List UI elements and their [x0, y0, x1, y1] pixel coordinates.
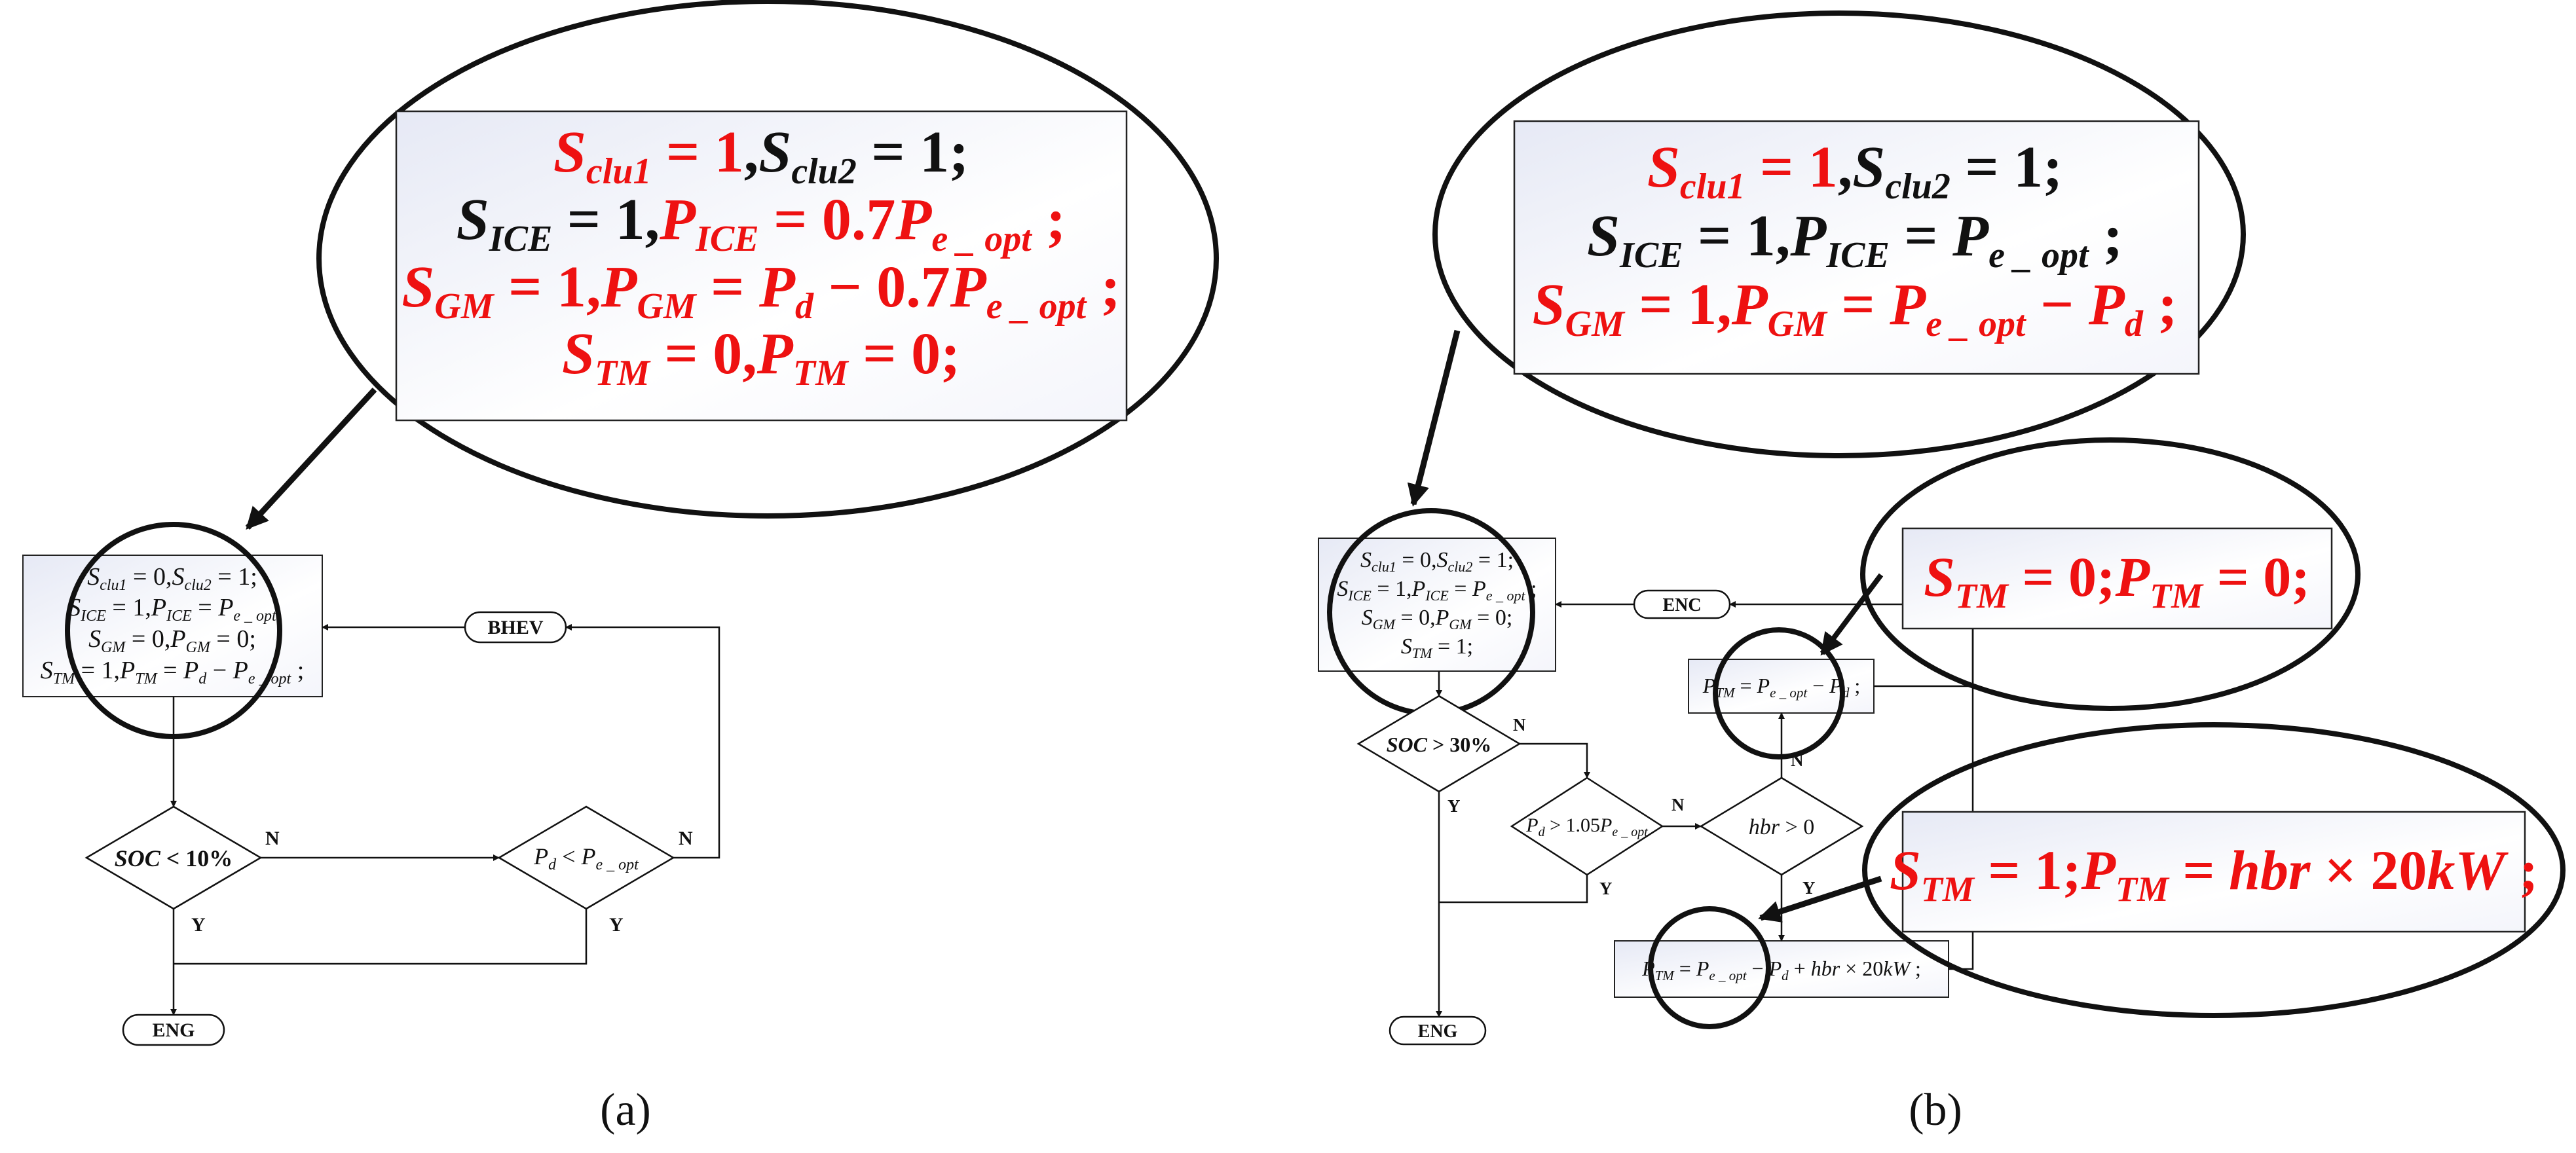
panel-b-stm0-callout-box: [1901, 527, 2333, 630]
panel-b-label-n-pd: N: [1671, 795, 1685, 814]
panel-b-top-callout-text: Sclu1 = 1,Sclu2 = 1; SICE = 1,PICE = Pe …: [1533, 135, 2178, 344]
panel-b-callout-line-1: Sclu1 = 1,Sclu2 = 1;: [1647, 135, 2063, 207]
panel-b-stm0-callout-text: STM = 0;PTM = 0;: [1924, 545, 2310, 615]
panel-a-eng-label: ENG: [152, 1019, 195, 1041]
panel-b-line-pd-y: [1439, 875, 1588, 904]
panel-a-line-pd-y: [174, 909, 588, 965]
panel-a-bhev-label: BHEV: [487, 617, 543, 638]
panel-b-ptm2-box: [1614, 940, 1949, 998]
panel-b-ptm2-highlight-circle: [1648, 906, 1771, 1029]
panel-a-callout-pointer: [245, 387, 377, 530]
panel-b-mode-line-4: STM = 1;: [1401, 634, 1473, 661]
panel-b-label: (b): [1909, 1085, 1962, 1135]
panel-b-ptm2-label: PTM = Pe _ opt − Pd + hbr × 20kW ;: [1641, 957, 1921, 983]
panel-a-callout-line-1: Sclu1 = 1,Sclu2 = 1;: [553, 120, 969, 192]
panel-b-callout-line-3: SGM = 1,PGM = Pe _ opt − Pd ;: [1533, 272, 2178, 344]
panel-a-connectors: [170, 624, 720, 1016]
panel-b-eng-label: ENG: [1418, 1021, 1458, 1042]
panel-b-enc-label: ENC: [1662, 595, 1701, 615]
panel-a-soc-label: SOC < 10%: [115, 845, 233, 871]
panel-b-pd-label: Pd > 1.05Pe _ opt: [1525, 814, 1648, 839]
panel-a: Sclu1 = 1,Sclu2 = 1; SICE = 1,PICE = 0.7…: [22, 0, 1219, 1135]
panel-b-ptm1-highlight-circle: [1713, 627, 1845, 760]
panel-b-stm1-callout-ellipse: [1862, 722, 2566, 1018]
panel-a-arrow-pd-n-to-bhev: [565, 624, 720, 859]
panel-b-mode-text: Sclu1 = 0,Sclu2 = 1; SICE = 1,PICE = Pe …: [1337, 548, 1537, 661]
panel-b-soc-label: SOC > 30%: [1387, 733, 1491, 756]
panel-b-top-callout-pointer: [1407, 329, 1461, 507]
panel-b-label-y-pd: Y: [1599, 879, 1613, 898]
panel-a-branch-labels: N N Y Y: [191, 828, 693, 936]
panel-b-label-y-soc: Y: [1447, 796, 1461, 816]
panel-a-mode-line-2: SICE = 1,PICE = Pe _ opt: [68, 594, 277, 625]
panel-b-stm1-callout-text: STM = 1;PTM = hbr × 20kW ;: [1890, 839, 2538, 909]
panel-b-mode-line-3: SGM = 0,PGM = 0;: [1362, 606, 1513, 632]
panel-b-stm1-callout-pointer: [1758, 875, 1882, 923]
panel-b-branch-labels: N Y N Y N Y: [1447, 715, 1816, 898]
panel-a-callout-box: [395, 110, 1128, 422]
panel-a-mode-line-3: SGM = 0,PGM = 0;: [88, 625, 256, 656]
panel-a-callout-text: Sclu1 = 1,Sclu2 = 1; SICE = 1,PICE = 0.7…: [401, 120, 1120, 393]
panel-a-mode-line-1: Sclu1 = 0,Sclu2 = 1;: [87, 563, 257, 594]
panel-b-arrow-soc-n-to-pd: [1520, 742, 1590, 778]
panel-b-hbr-label: hbr > 0: [1749, 815, 1814, 839]
panel-b-mode-line-1: Sclu1 = 0,Sclu2 = 1;: [1360, 548, 1514, 575]
panel-b-top-callout-ellipse: [1432, 10, 2246, 458]
panel-b-label-n-soc: N: [1513, 715, 1526, 735]
panel-a-label-n-soc: N: [265, 828, 280, 849]
panel-a-callout-ellipse: [316, 0, 1219, 519]
panel-b-stm1-callout-box: [1901, 811, 2526, 933]
panel-a-callout-line-3: SGM = 1,PGM = Pd − 0.7Pe _ opt ;: [401, 255, 1120, 327]
panel-b-top-callout-box: [1513, 120, 2200, 375]
panel-a-callout-line-2: SICE = 1,PICE = 0.7Pe _ opt ;: [457, 187, 1066, 259]
panel-b-label-y-hbr: Y: [1802, 878, 1816, 898]
panel-b-stm0-callout-pointer: [1820, 573, 1884, 656]
panel-a-label-n-pd: N: [679, 828, 693, 849]
panel-b-ptm1-label: PTM = Pe _ opt − Pd ;: [1702, 674, 1860, 701]
panel-a-callout-line-4: STM = 0,PTM = 0;: [562, 321, 960, 393]
panel-b-label-n-hbr: N: [1791, 750, 1804, 770]
panel-a-pd-label: Pd < Pe _ opt: [533, 843, 639, 873]
panel-b-stm0-callout-ellipse: [1860, 437, 2361, 711]
panel-b-callout-line-2: SICE = 1,PICE = Pe _ opt ;: [1587, 204, 2123, 276]
panel-a-label-y-soc: Y: [191, 914, 206, 936]
panel-b-mode-line-2: SICE = 1,PICE = Pe _ opt ;: [1337, 577, 1537, 604]
panel-a-label: (a): [600, 1085, 651, 1135]
panel-a-label-y-pd: Y: [609, 914, 624, 936]
panel-b: Sclu1 = 1,Sclu2 = 1; SICE = 1,PICE = Pe …: [1318, 10, 2566, 1135]
